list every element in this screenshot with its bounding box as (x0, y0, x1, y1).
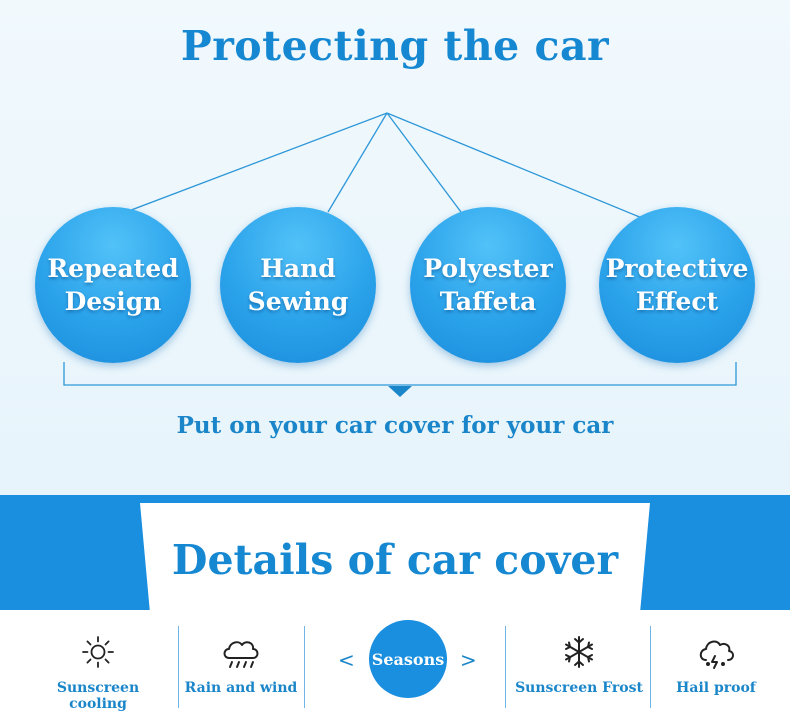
pointer-triangle (388, 386, 412, 397)
details-title-tab (140, 503, 650, 613)
prev-arrow[interactable]: < (338, 648, 355, 672)
season-item-hail-proof: Hail proof (660, 634, 772, 696)
feature-line: Hand (260, 254, 336, 283)
season-label: Sunscreen cooling (56, 680, 140, 712)
seasons-bar: Sunscreen cooling Rain and wind < Season… (0, 612, 790, 720)
details-title: Details of car cover (171, 536, 619, 584)
snowflake-icon (565, 636, 593, 668)
feature-line: Repeated (47, 254, 179, 283)
rain-cloud-icon (223, 641, 259, 668)
connector-lines (63, 112, 737, 397)
page-title: Protecting the car (180, 22, 610, 70)
divider (178, 626, 179, 708)
divider (505, 626, 506, 708)
feature-line: Effect (635, 287, 719, 316)
seasons-badge: Seasons (369, 620, 447, 698)
feature-circle-polyester-taffeta: Polyester Taffeta (410, 207, 566, 363)
feature-line: Protective (605, 254, 749, 283)
feature-line: Sewing (247, 287, 349, 316)
hail-cloud-icon (699, 640, 734, 669)
sun-icon (82, 636, 114, 668)
season-item-rain-and-wind: Rain and wind (182, 634, 300, 696)
tagline: Put on your car cover for your car (176, 412, 614, 439)
season-item-sunscreen-frost: Sunscreen Frost (512, 634, 646, 696)
feature-circle-repeated-design: Repeated Design (35, 207, 191, 363)
feature-line: Taffeta (439, 287, 537, 316)
feature-circle-hand-sewing: Hand Sewing (220, 207, 376, 363)
season-label: Sunscreen Frost (515, 680, 643, 696)
feature-line: Polyester (423, 254, 553, 283)
season-label: Hail proof (676, 680, 756, 696)
feature-circle-protective-effect: Protective Effect (599, 207, 755, 363)
next-arrow[interactable]: > (460, 648, 477, 672)
season-label: Rain and wind (184, 680, 298, 696)
season-item-sunscreen-cooling: Sunscreen cooling (28, 634, 168, 712)
divider (304, 626, 305, 708)
divider (650, 626, 651, 708)
feature-line: Design (64, 287, 162, 316)
